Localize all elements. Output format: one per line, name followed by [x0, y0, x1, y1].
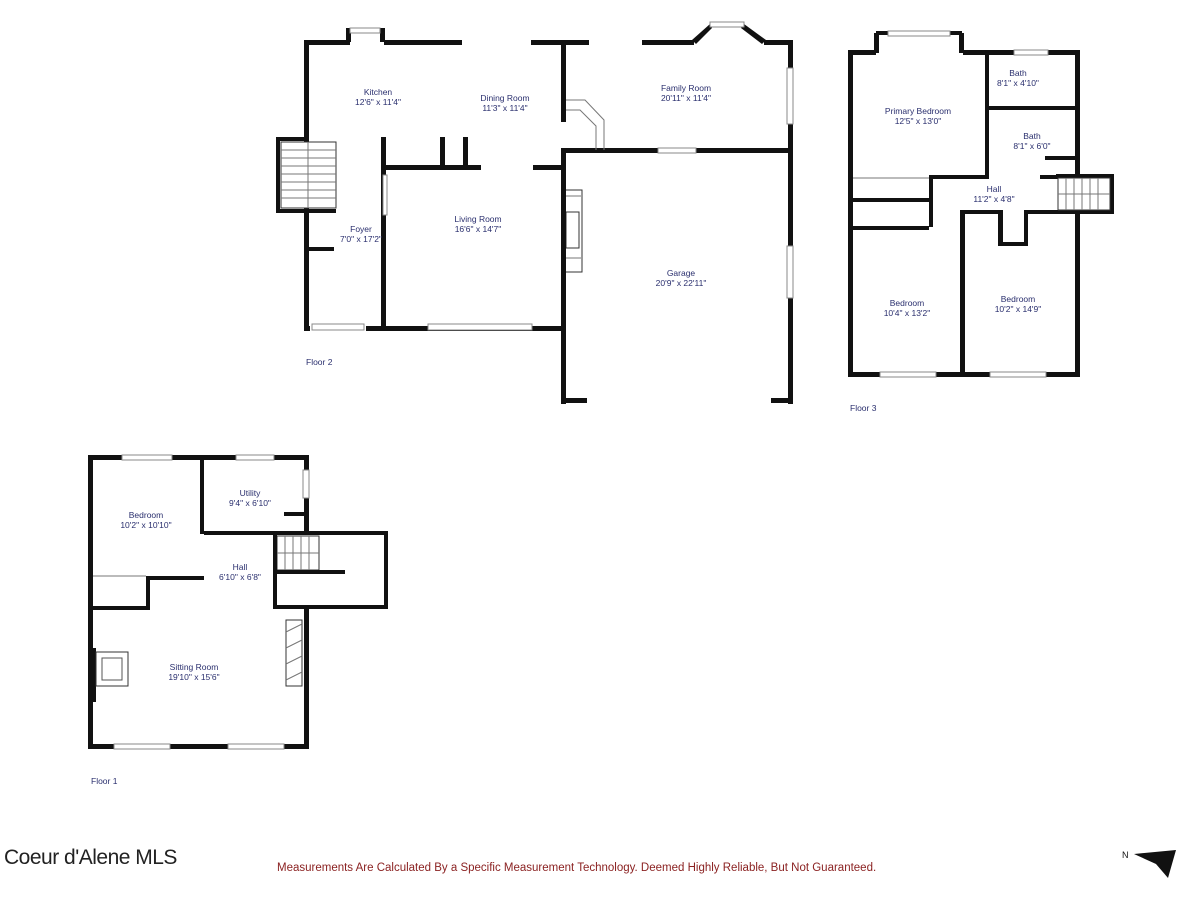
room-dims-kitchen: 12'6" x 11'4": [355, 97, 401, 107]
room-name-bedroom-left: Bedroom: [890, 298, 925, 308]
north-label: N: [1122, 850, 1129, 860]
north-arrow-icon: N: [1122, 850, 1176, 878]
room-dims-dining-room: 11'3" x 11'4": [482, 103, 527, 113]
room-dims-bath-upper: 8'1" x 4'10": [997, 78, 1039, 88]
floor-2-plan: Floor 2: [276, 21, 794, 404]
room-name-bedroom-right: Bedroom: [1001, 294, 1036, 304]
room-dims-garage: 20'9" x 22'11": [656, 278, 707, 288]
room-name-primary-bedroom: Primary Bedroom: [885, 106, 951, 116]
room-dims-hall-floor3: 11'2" x 4'8": [973, 194, 1014, 204]
room-name-bedroom-floor1: Bedroom: [129, 510, 164, 520]
room-name-bath-upper: Bath: [1009, 68, 1027, 78]
floor-3-label: Floor 3: [850, 403, 877, 413]
room-dims-bedroom-left: 10'4" x 13'2": [884, 308, 931, 318]
room-dims-hall-floor1: 6'10" x 6'8": [219, 572, 261, 582]
room-name-foyer: Foyer: [350, 224, 372, 234]
room-dims-family-room: 20'11" x 11'4": [661, 93, 711, 103]
room-name-utility: Utility: [240, 488, 262, 498]
room-name-living-room: Living Room: [454, 214, 501, 224]
room-dims-bedroom-right: 10'2" x 14'9": [995, 304, 1042, 314]
floor-2-label: Floor 2: [306, 357, 333, 367]
brand-logo: Coeur d'Alene MLS: [4, 846, 177, 869]
room-name-hall-floor1: Hall: [233, 562, 248, 572]
room-name-dining-room: Dining Room: [480, 93, 529, 103]
room-name-bath-lower: Bath: [1023, 131, 1041, 141]
room-dims-utility: 9'4" x 6'10": [229, 498, 271, 508]
floor-1-plan: Floor 1: [88, 454, 388, 786]
room-dims-foyer: 7'0" x 17'2": [340, 234, 382, 244]
room-dims-bath-lower: 8'1" x 6'0": [1013, 141, 1050, 151]
room-name-kitchen: Kitchen: [364, 87, 393, 97]
disclaimer-text: Measurements Are Calculated By a Specifi…: [277, 862, 877, 874]
room-name-family-room: Family Room: [661, 83, 711, 93]
floor-1-label: Floor 1: [91, 776, 118, 786]
room-dims-living-room: 16'6" x 14'7": [455, 224, 502, 234]
room-dims-primary-bedroom: 12'5" x 13'0": [895, 116, 942, 126]
floor-3-plan: Floor 3: [848, 30, 1114, 413]
room-dims-bedroom-floor1: 10'2" x 10'10": [120, 520, 171, 530]
room-name-garage: Garage: [667, 268, 696, 278]
room-dims-sitting-room: 19'10" x 15'6": [168, 672, 219, 682]
room-name-hall-floor3: Hall: [987, 184, 1002, 194]
room-name-sitting-room: Sitting Room: [170, 662, 219, 672]
